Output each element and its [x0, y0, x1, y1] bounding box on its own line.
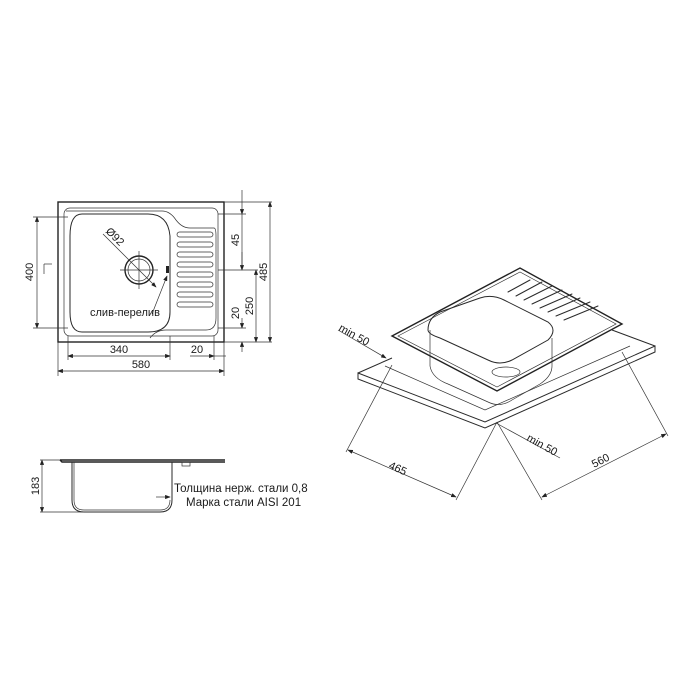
sink-rim — [390, 267, 624, 392]
drain-diameter-label: Ø92 — [103, 226, 126, 249]
dim-580: 580 — [132, 359, 150, 371]
dim-45: 45 — [230, 234, 242, 246]
iso-drainer-ribs — [507, 279, 599, 321]
bowl-profile — [71, 462, 173, 513]
note-steel-grade: Марка стали AISI 201 — [186, 497, 301, 509]
dim-560: 560 — [590, 452, 612, 471]
iso-drain-icon — [491, 366, 521, 378]
dim-400: 400 — [24, 263, 36, 281]
dim-340: 340 — [110, 344, 128, 356]
iso-bowl — [427, 295, 554, 364]
dim-20-vertical: 20 — [230, 307, 242, 319]
side-view: 183 Толщина нерж. стали 0,8 Марка стали … — [30, 459, 308, 513]
dim-465: 465 — [387, 460, 409, 478]
dim-485: 485 — [258, 263, 270, 281]
sink-outer-rim — [57, 201, 225, 343]
iso-view: min 50 min 50 465 560 — [337, 267, 669, 501]
dim-183: 183 — [30, 477, 42, 495]
note-thickness: Толщина нерж. стали 0,8 — [174, 483, 308, 495]
overflow-label: слив-перелив — [90, 307, 160, 319]
min-50-left: min 50 — [337, 322, 372, 349]
dim-250: 250 — [244, 297, 256, 315]
bowl-outline — [69, 213, 171, 333]
min-50-right: min 50 — [525, 432, 560, 459]
countertop — [357, 345, 656, 429]
dim-20-horizontal: 20 — [191, 344, 203, 356]
top-view: Ø92 слив-перелив 400 340 20 580 45 — [24, 190, 273, 376]
drainer-ribs — [176, 231, 214, 308]
